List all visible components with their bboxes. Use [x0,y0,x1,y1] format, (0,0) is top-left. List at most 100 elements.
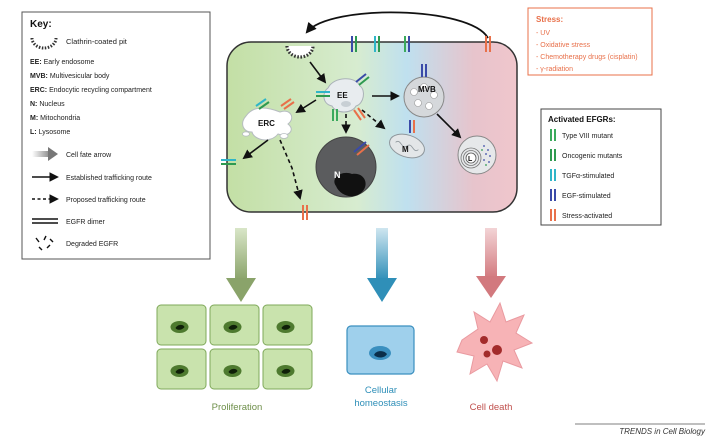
key-item-degraded: Degraded EGFR [66,241,118,248]
svg-text:L: Lysosome: L: Lysosome [30,129,70,136]
main-cell [226,41,518,213]
ee-to-erc-arrow [295,99,317,114]
clathrin-pit [285,45,315,59]
key-abbr-mvb: MVB: [30,73,48,80]
stress-item-uv: - UV [536,30,550,37]
key-title: Key: [30,19,52,30]
efgrs-title: Activated EFGRs: [548,115,616,124]
key-item-proposed: Proposed trafficking route [66,197,146,204]
lysosome: L [457,135,497,175]
fate-label-homeostasis-1: Cellular [365,385,397,396]
key-text-l: Lysosome [39,129,71,136]
recycling-loop-arrow [305,11,489,39]
footer-journal: TRENDS in Cell Biology [619,427,706,436]
efgr-oncogenic-swatch [550,149,556,161]
membrane-receptor-cyan-green [374,36,380,52]
multivesicular-body: MVB [403,76,445,118]
efgr-egf-label: EGF-stimulated [562,193,611,200]
mvb-to-lyso-arrow [436,113,462,139]
membrane-receptor-stress [485,36,491,52]
key-abbr-n: N: [30,101,37,108]
mvb-receptor [421,64,427,77]
cell-fate-arrow-icon [32,147,58,161]
fate-label-death: Cell death [470,402,513,413]
erc-receptor-stress [280,98,295,110]
proliferating-cell [209,348,260,390]
mito-label: M [402,145,409,154]
erc-label: ERC [258,119,275,128]
erc-to-membrane-arrow [242,139,269,160]
erc-receptor-cyan [255,98,270,110]
membrane-receptor-green [404,36,410,52]
efgr-type-viii-swatch [550,129,556,141]
mitochondrion: M [389,133,425,159]
key-item-clathrin: Clathrin-coated pit [66,37,128,46]
fate-arrow-homeostasis [367,228,397,302]
erc-to-bottom-dashed-arrow [279,139,303,200]
nucleus-label: N [334,170,341,180]
svg-text:M: Mitochondria: M: Mitochondria [30,115,80,122]
stress-item-gamma: - γ-radiation [536,66,573,73]
efgr-egf-swatch [550,189,556,201]
nucleus-receptor [353,141,370,156]
proliferating-cell [262,348,313,390]
fate-arrow-death [476,228,506,298]
membrane-receptor-left [221,159,236,165]
fate-label-homeostasis-2: homeostasis [354,398,408,409]
key-abbr-erc: ERC: [30,87,47,94]
proliferating-cell [156,304,207,346]
membrane-receptor-blue [351,36,357,52]
stress-item-chemo: - Chemotherapy drugs (cisplatin) [536,54,638,61]
ee-receptor-cyan [316,91,330,97]
lyso-label: L [468,156,473,163]
key-item-established: Established trafficking route [66,175,152,182]
endocytic-recycling-compartment: ERC [242,107,293,141]
efgr-type-viii-label: Type VIII mutant [562,133,613,140]
proliferation-cells [156,304,313,390]
proliferating-cell [209,304,260,346]
clathrin-pit-icon [30,37,58,50]
key-abbr-l: L: [30,129,37,136]
homeostasis-cell [346,325,415,375]
ee-label: EE [337,91,348,100]
svg-text:N: Nucleus: N: Nucleus [30,101,65,108]
ee-receptor-stress [353,107,366,121]
pit-to-ee-arrow [309,61,327,84]
mito-receptor [409,120,415,133]
stress-item-oxidative: - Oxidative stress [536,42,591,49]
fate-arrow-proliferation [226,228,256,302]
svg-text:ERC: Endocytic recycling compa: ERC: Endocytic recycling compartment [30,87,152,94]
egfr-dimer-icon [32,218,58,224]
fate-label-proliferation: Proliferation [212,402,263,413]
svg-text:EE: Early endosome: EE: Early endosome [30,59,94,66]
efgr-tgfa-label: TGFα-stimulated [562,173,614,180]
proliferating-cell [262,304,313,346]
efgr-oncogenic-label: Oncogenic mutants [562,153,623,160]
efgr-stress-swatch [550,209,556,221]
key-text-mvb: Multivesicular body [50,73,110,80]
ee-receptor-blue [355,73,370,86]
efgr-tgfa-swatch [550,169,556,181]
early-endosome: EE [323,78,364,113]
degraded-fragments [481,145,491,166]
key-text-erc: Endocytic recycling compartment [49,87,152,94]
key-item-fate-arrow: Cell fate arrow [66,152,112,159]
proliferating-cell [156,348,207,390]
mvb-label: MVB [418,85,436,94]
stress-box: Stress: - UV - Oxidative stress - Chemot… [527,7,653,76]
efgr-stress-label: Stress-activated [562,213,612,220]
key-text-ee: Early endosome [44,59,95,66]
key-abbr-ee: EE: [30,59,42,66]
dying-cell [456,301,534,383]
key-abbr-list: EE: Early endosome MVB: Multivesicular b… [30,59,152,136]
ee-to-mito-dashed-arrow [361,109,386,130]
stress-title: Stress: [536,15,563,24]
key-item-dimer: EGFR dimer [66,219,106,226]
efgrs-legend-box: Activated EFGRs: Type VIII mutant Oncoge… [540,108,662,226]
key-text-n: Nucleus [39,101,65,108]
key-abbr-m: M: [30,115,38,122]
svg-text:MVB: Multivesicular body: MVB: Multivesicular body [30,73,110,80]
key-text-m: Mitochondria [40,115,80,122]
